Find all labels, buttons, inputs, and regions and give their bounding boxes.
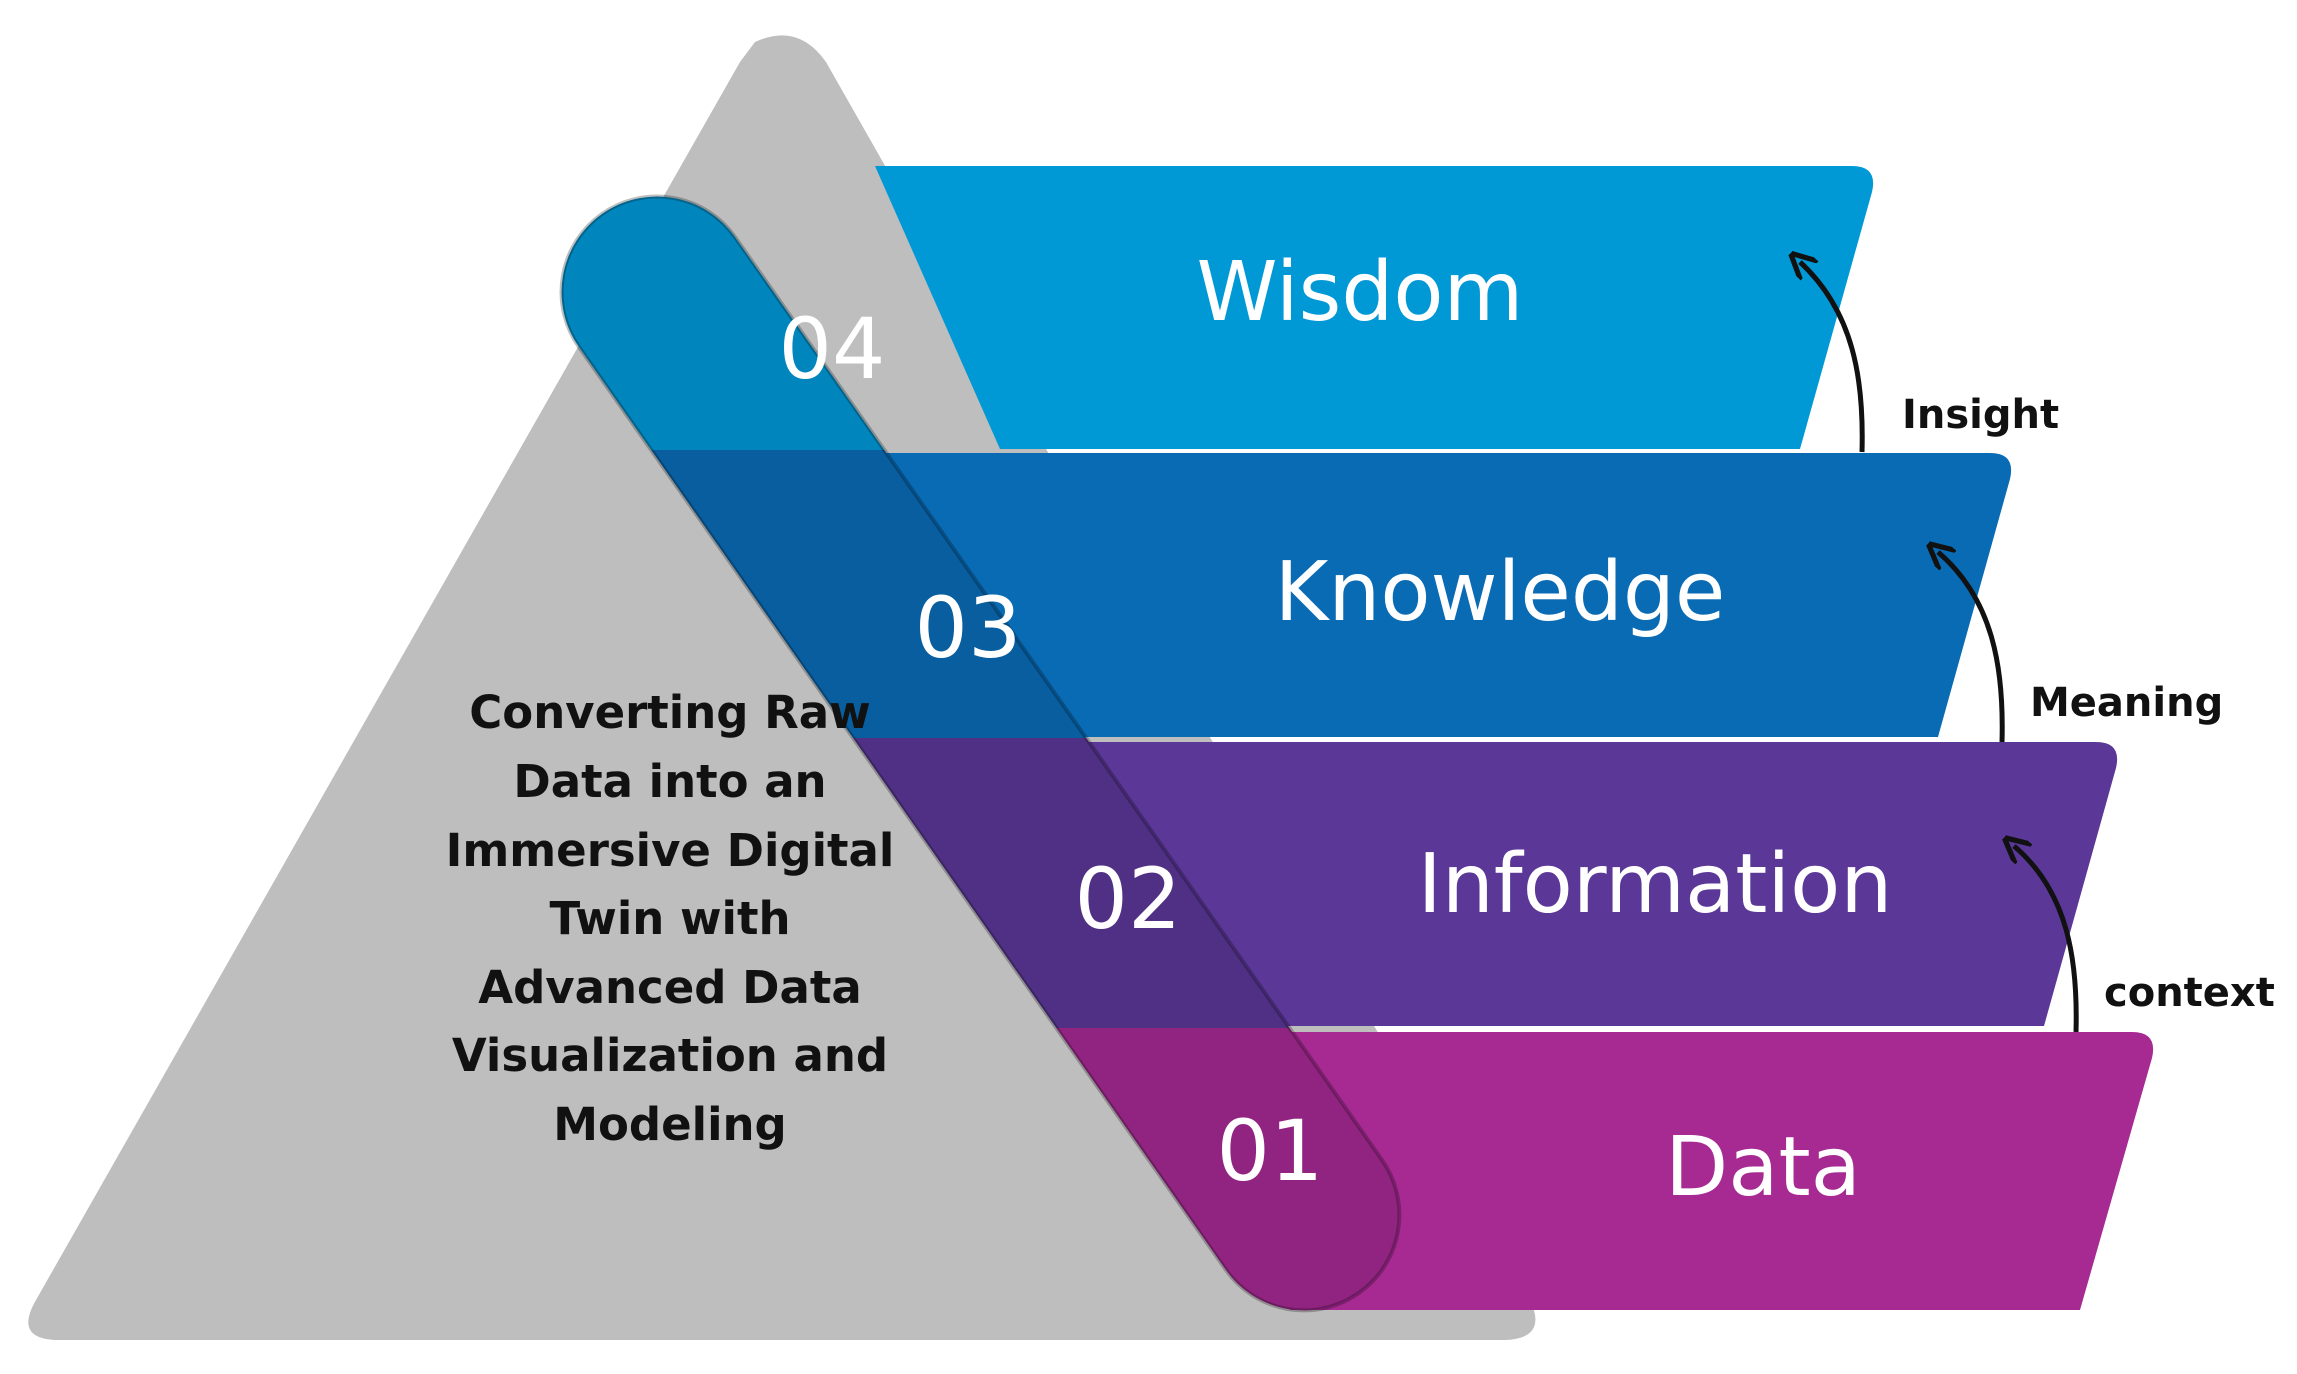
description-line-2: Data into an (513, 755, 826, 808)
level-label-wisdom: Wisdom (1197, 245, 1524, 340)
transition-label-meaning: Meaning (2030, 680, 2223, 726)
arrow-meaning-icon (1938, 552, 2005, 743)
description-line-1: Converting Raw (469, 686, 870, 739)
description-text: Converting Raw Data into an Immersive Di… (446, 686, 895, 1151)
transition-label-insight: Insight (1902, 392, 2059, 438)
level-label-information: Information (1418, 837, 1893, 932)
level-number-03: 03 (915, 579, 1022, 677)
level-label-data: Data (1665, 1120, 1861, 1215)
level-number-04: 04 (779, 300, 886, 398)
level-label-knowledge: Knowledge (1275, 545, 1726, 640)
description-line-7: Modeling (553, 1098, 787, 1151)
level-number-02: 02 (1075, 850, 1182, 948)
level-number-01: 01 (1217, 1102, 1324, 1200)
band-knowledge (768, 453, 2012, 737)
description-line-3: Immersive Digital (446, 824, 895, 877)
arrow-insight-icon (1800, 262, 1865, 453)
arrow-context-icon (2014, 846, 2079, 1033)
transition-label-context: context (2104, 970, 2275, 1016)
description-line-6: Visualization and (452, 1029, 888, 1082)
description-line-4: Twin with (550, 892, 791, 945)
band-wisdom (875, 166, 1874, 449)
description-line-5: Advanced Data (478, 961, 861, 1014)
